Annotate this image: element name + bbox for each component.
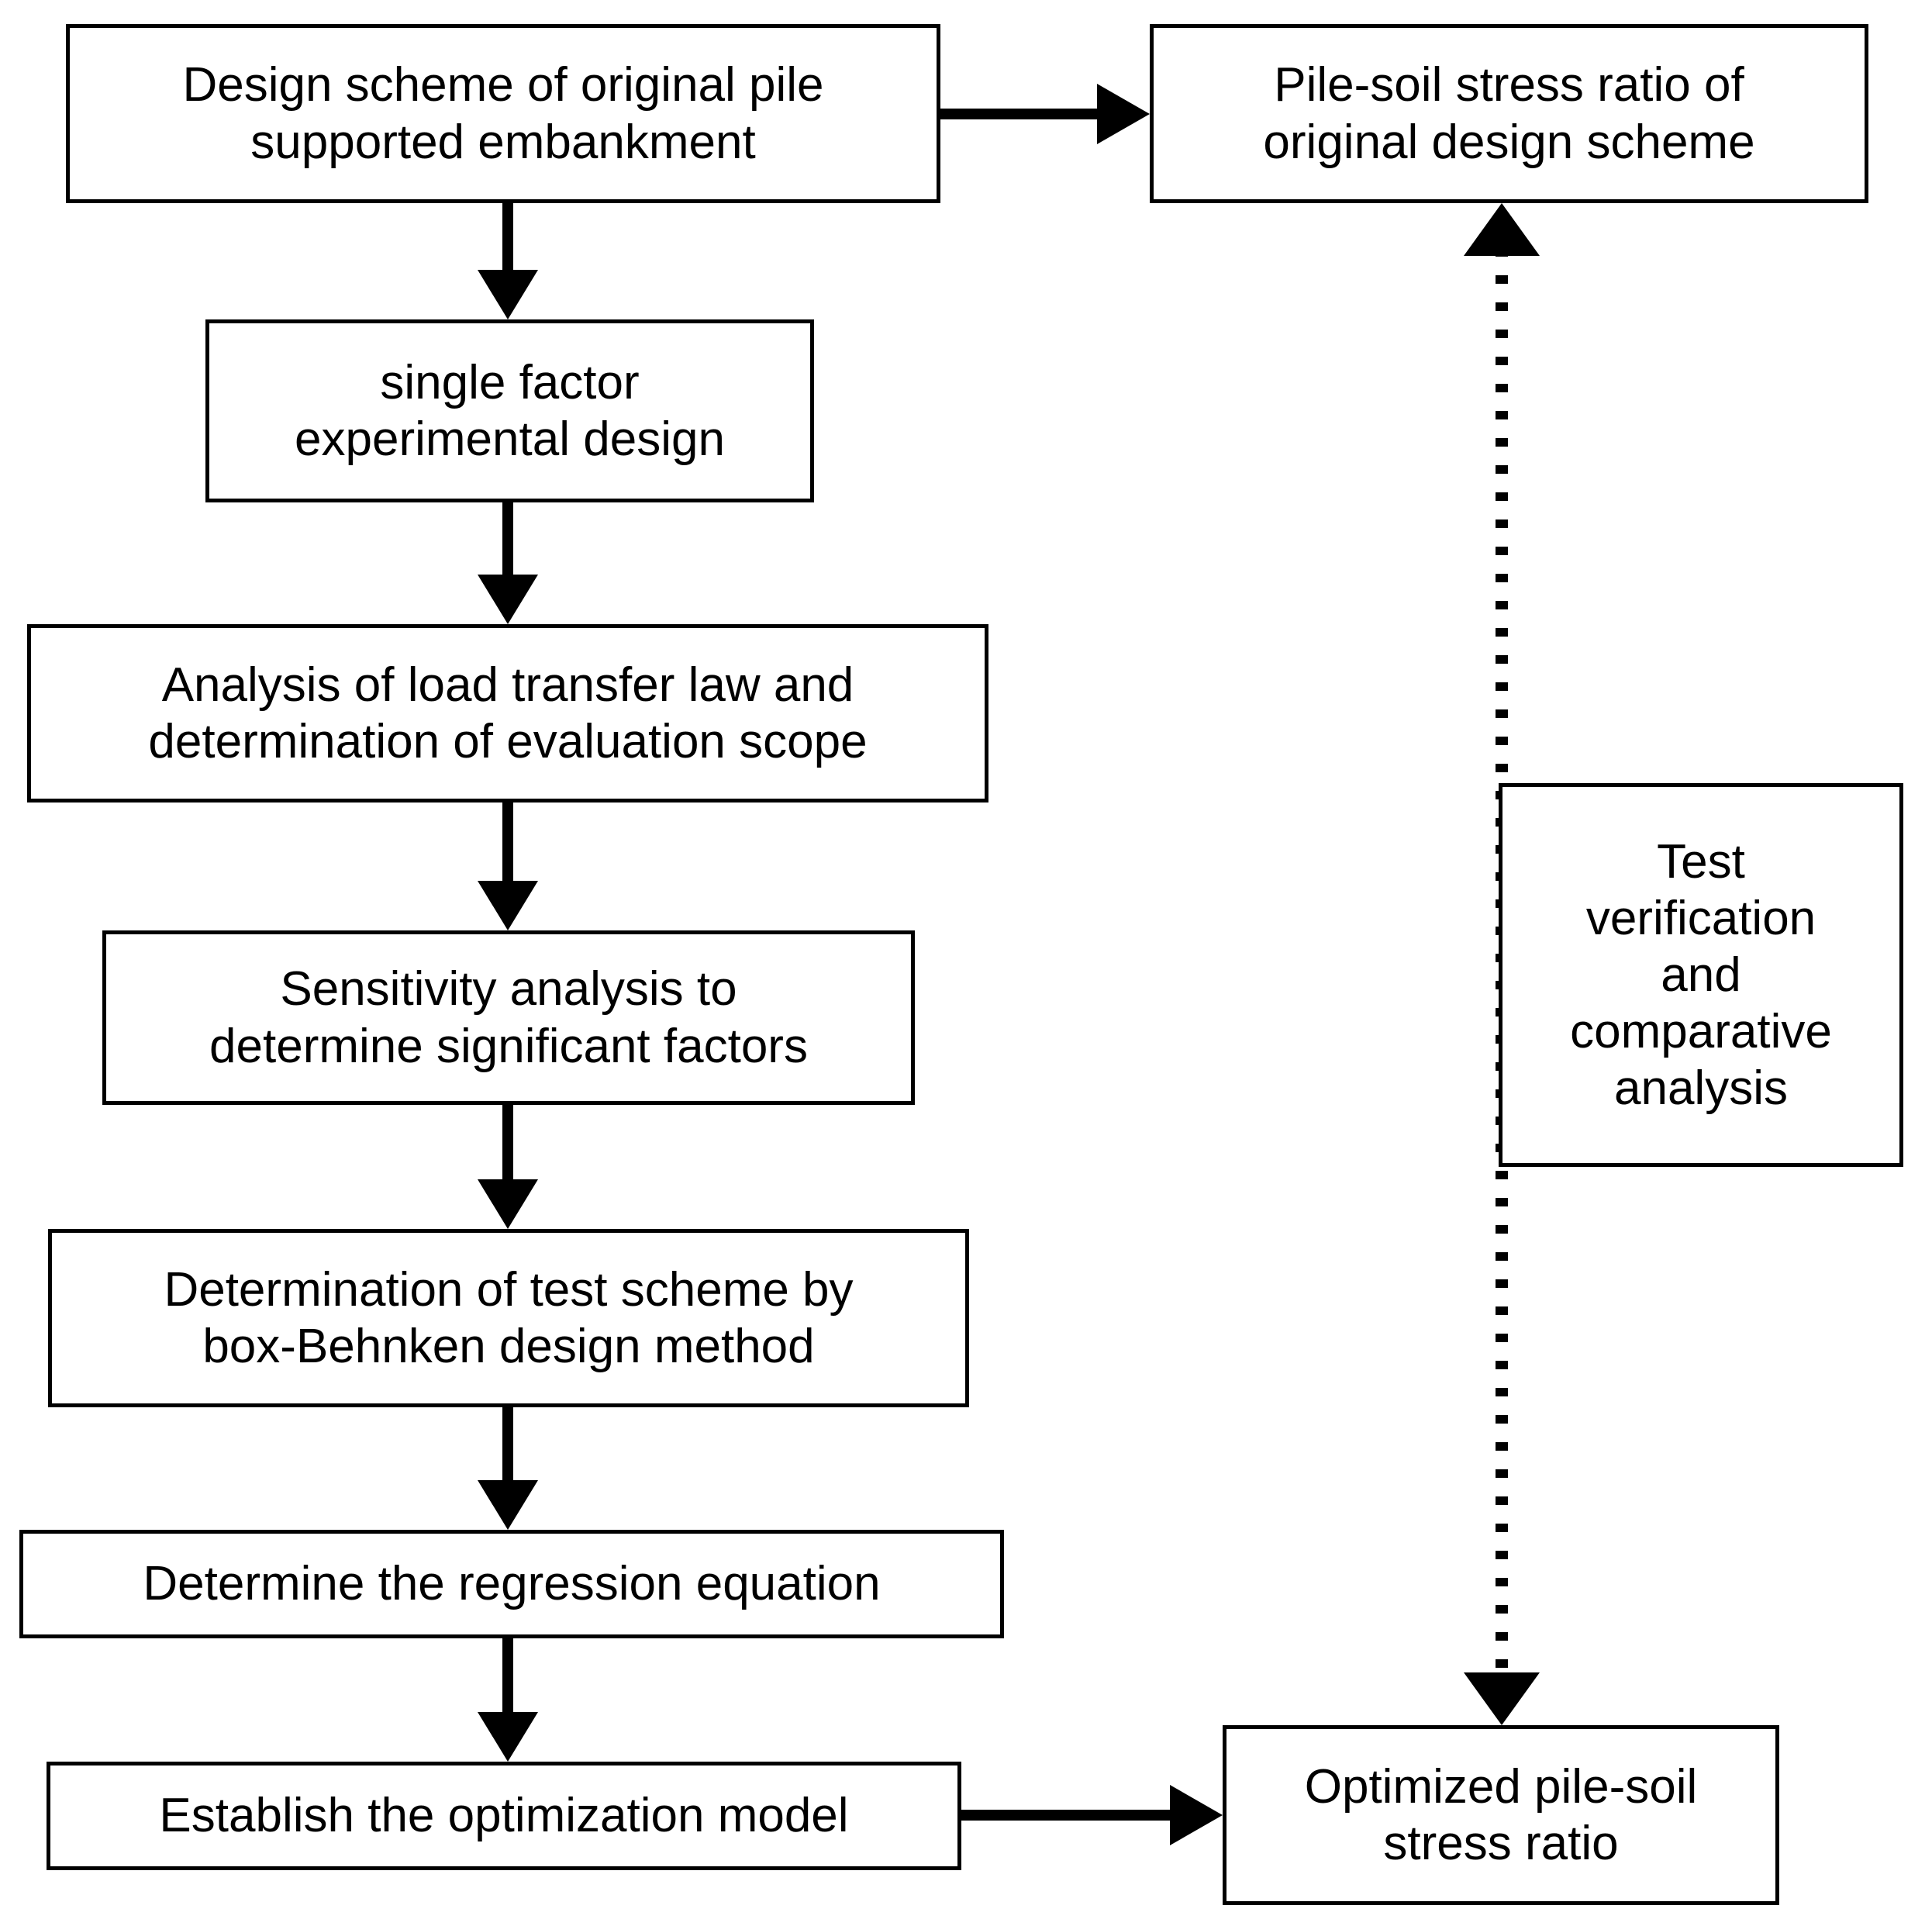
edge-design-to-original-arrow xyxy=(940,84,1150,144)
edge-sensitivity-to-bbd-arrow xyxy=(478,1105,538,1229)
edge-regression-to-model-arrow xyxy=(478,1638,538,1762)
node-single-factor-experimental-design[interactable]: single factor experimental design xyxy=(205,319,814,502)
edge-single-to-load-arrow xyxy=(478,502,538,624)
edge-bbd-to-regression-arrow xyxy=(478,1407,538,1530)
node-load-transfer-analysis[interactable]: Analysis of load transfer law and determ… xyxy=(27,624,988,802)
node-test-verification-and-comparative-analysis[interactable]: Test verification and comparative analys… xyxy=(1499,783,1903,1167)
edge-model-to-optimized-arrow xyxy=(961,1785,1223,1845)
node-optimization-model[interactable]: Establish the optimization model xyxy=(47,1762,961,1870)
node-regression-equation[interactable]: Determine the regression equation xyxy=(19,1530,1004,1638)
node-sensitivity-analysis[interactable]: Sensitivity analysis to determine signif… xyxy=(102,930,915,1105)
node-box-behnken-test-scheme[interactable]: Determination of test scheme by box-Behn… xyxy=(48,1229,969,1407)
node-optimized-stress-ratio[interactable]: Optimized pile-soil stress ratio xyxy=(1223,1725,1779,1905)
edge-design-to-single-arrow xyxy=(478,203,538,319)
edge-load-to-sensitivity-arrow xyxy=(478,802,538,930)
node-original-stress-ratio[interactable]: Pile-soil stress ratio of original desig… xyxy=(1150,24,1868,203)
node-design-scheme[interactable]: Design scheme of original pile supported… xyxy=(66,24,940,203)
